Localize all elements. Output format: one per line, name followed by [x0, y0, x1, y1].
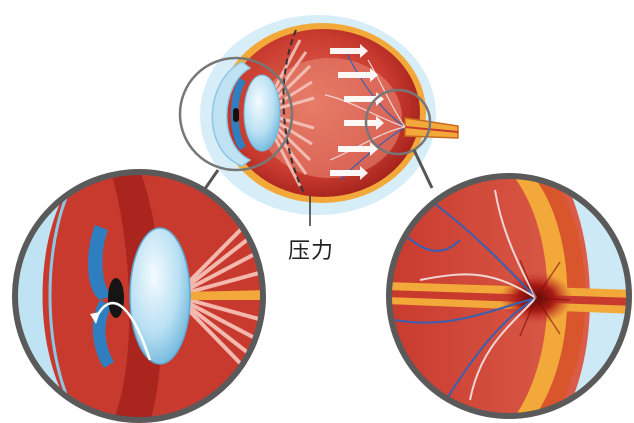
- main-eye-cross-section: [180, 15, 458, 226]
- pressure-label: 压力: [288, 233, 334, 265]
- zoom-pupil: [108, 278, 124, 318]
- zoom-lens: [130, 228, 190, 364]
- optic-nerve-zoom: [385, 172, 634, 423]
- lens: [244, 75, 280, 151]
- front-chamber-zoom: [10, 170, 270, 423]
- pupil: [233, 108, 239, 122]
